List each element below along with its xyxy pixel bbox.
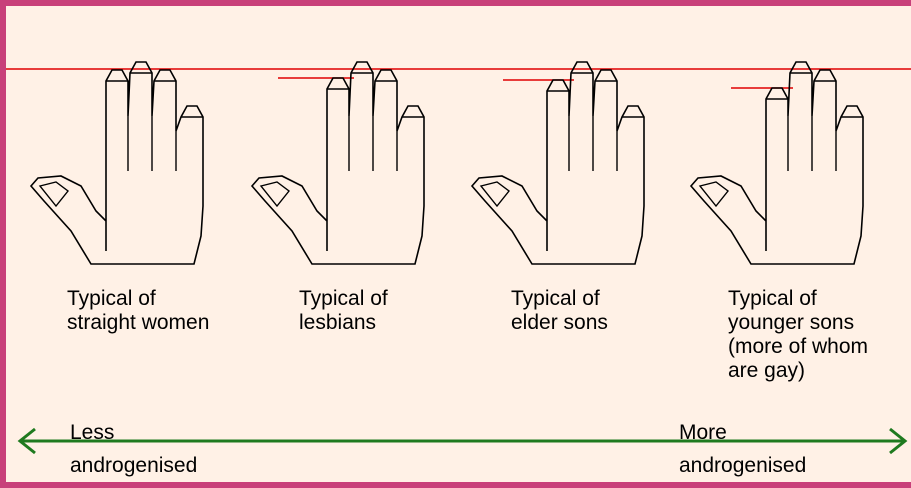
caption-line: are gay) [728,359,868,383]
caption-elder-sons: Typical of elder sons [511,287,608,335]
hand-lesbians [252,62,424,264]
scale-label-line: androgenised [70,449,197,482]
hand-outline [691,62,863,264]
caption-younger-sons: Typical of younger sons (more of whom ar… [728,287,868,383]
caption-line: elder sons [511,311,608,335]
hands-layer [31,62,863,264]
scale-label-line: androgenised [679,449,806,482]
caption-line: straight women [67,311,209,335]
caption-straight-women: Typical of straight women [67,287,209,335]
scale-label-line: More [679,416,806,449]
hand-outline [31,62,203,264]
caption-line: Typical of [67,287,209,311]
diagram-canvas: Typical of straight women Typical of les… [6,6,911,482]
caption-lesbians: Typical of lesbians [299,287,388,335]
hand-straight-women [31,62,203,264]
caption-line: Typical of [511,287,608,311]
caption-line: Typical of [728,287,868,311]
scale-label-line: Less [70,416,197,449]
caption-line: lesbians [299,311,388,335]
scale-label-more: More androgenised [679,416,806,482]
hand-outline [472,62,644,264]
hand-outline [252,62,424,264]
caption-line: younger sons [728,311,868,335]
caption-line: Typical of [299,287,388,311]
scale-label-less: Less androgenised [70,416,197,482]
caption-line: (more of whom [728,335,868,359]
hand-younger-sons [691,62,863,264]
hand-elder-sons [472,62,644,264]
diagram-art [6,6,911,482]
